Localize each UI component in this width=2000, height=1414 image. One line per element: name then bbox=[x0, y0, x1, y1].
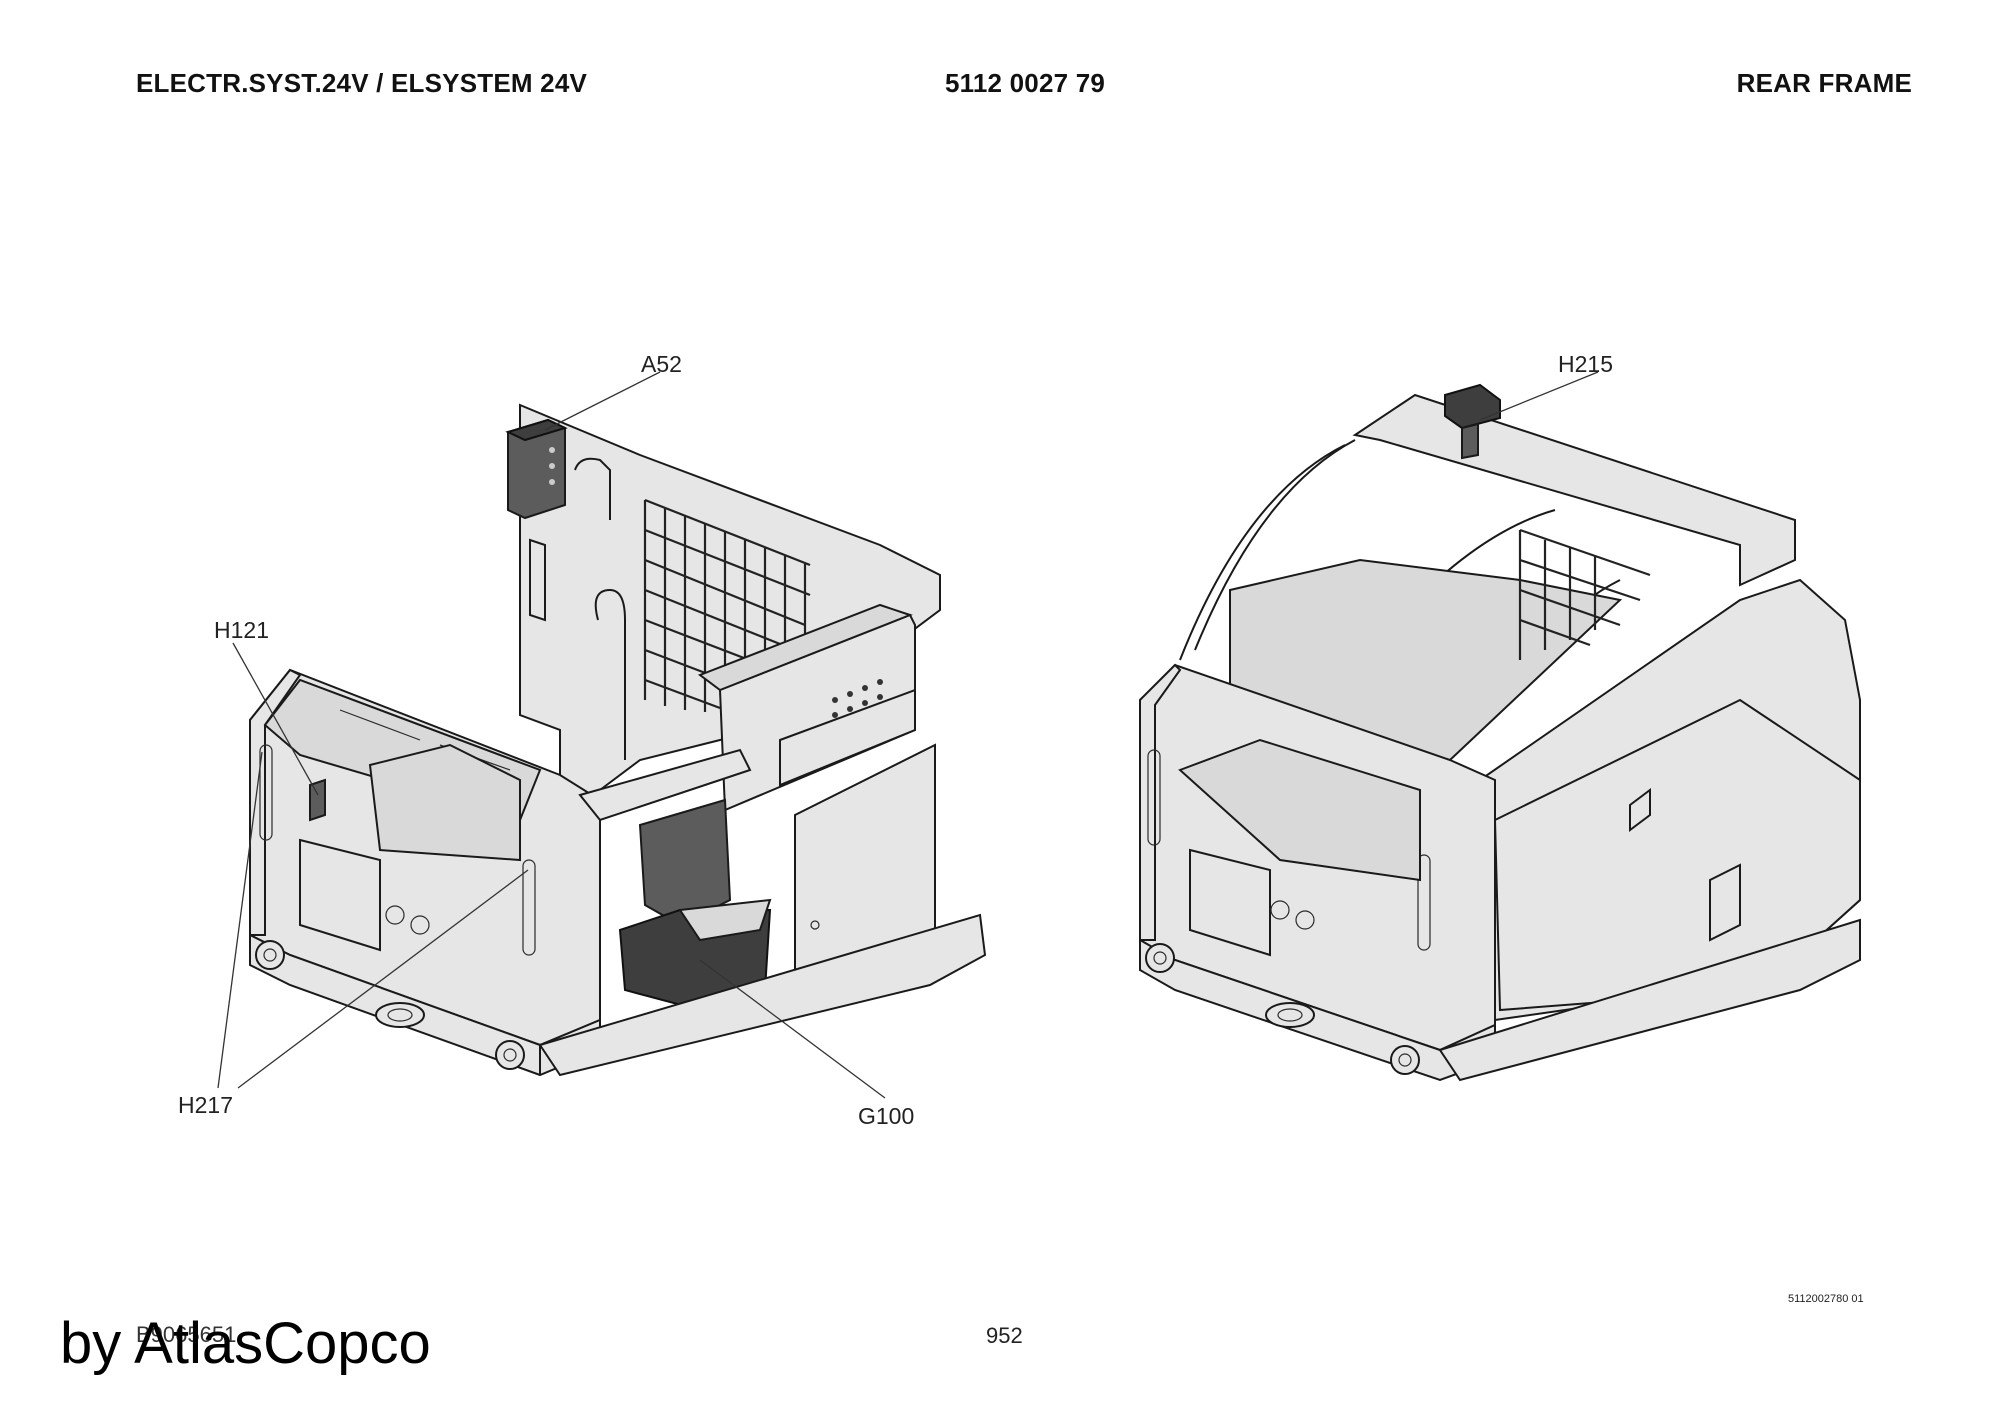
right-assembly-drawing bbox=[1139, 371, 1861, 1082]
callout-a52: A52 bbox=[641, 351, 682, 377]
document-code: B9065651 bbox=[136, 1322, 237, 1347]
callout-g100: G100 bbox=[858, 1103, 915, 1129]
brand-watermark: by AtlasCopco bbox=[60, 1311, 431, 1376]
header-part-number: 5112 0027 79 bbox=[945, 68, 1106, 98]
callout-h215: H215 bbox=[1558, 351, 1613, 377]
header-title-left: ELECTR.SYST.24V / ELSYSTEM 24V bbox=[136, 68, 588, 98]
callout-h217: H217 bbox=[178, 1092, 233, 1118]
page-number: 952 bbox=[986, 1323, 1023, 1348]
callout-h121: H121 bbox=[214, 617, 269, 643]
header-title-right: REAR FRAME bbox=[1736, 68, 1912, 98]
left-assembly-drawing bbox=[217, 371, 987, 1099]
drawing-reference: 5112002780 01 bbox=[1788, 1293, 1864, 1305]
